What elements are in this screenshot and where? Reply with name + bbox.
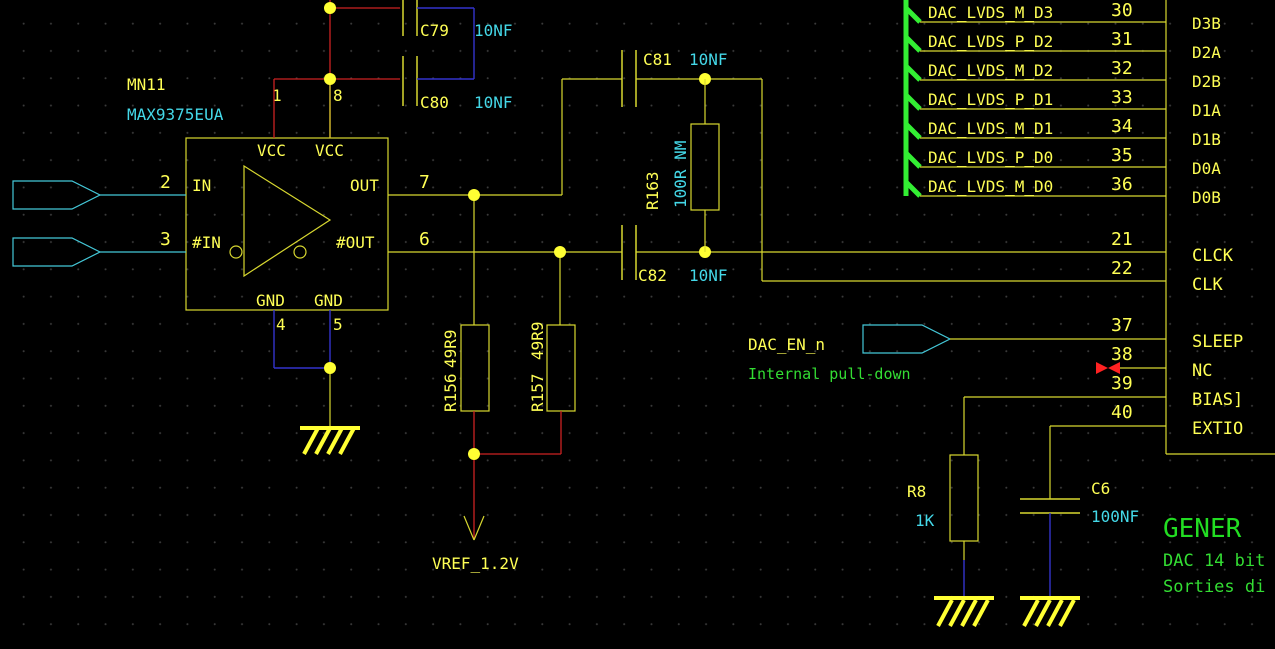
bus-net-label: DAC_LVDS_M_D0 (928, 177, 1053, 196)
amp-part-label: MAX9375EUA (127, 105, 224, 124)
ic-pin-name: BIAS] (1192, 390, 1243, 410)
bus-net-label: DAC_LVDS_M_D2 (928, 61, 1053, 80)
capacitor-c6[interactable] (1020, 498, 1080, 514)
bus-pin-name: D3B (1192, 14, 1221, 33)
r8-value: 1K (915, 511, 935, 530)
amp-ref-label: MN11 (127, 75, 166, 94)
title-block-line1: DAC 14 bit (1163, 551, 1265, 571)
dac-ic-body[interactable] (1165, 0, 1275, 455)
c81-ref: C81 (643, 50, 672, 69)
amp-label-nout: #OUT (336, 233, 375, 252)
capacitor-c81[interactable] (621, 50, 637, 107)
c82-value: 10NF (689, 266, 728, 285)
bus-pin-name: D2B (1192, 72, 1221, 91)
r156-ref: R156 (441, 373, 460, 412)
ic-pin-name: CLCK (1192, 246, 1234, 266)
ic-pin-name: NC (1192, 361, 1212, 381)
capacitor-c80[interactable] (402, 56, 418, 106)
ground-symbol-amp (300, 426, 360, 455)
c81-value: 10NF (689, 50, 728, 69)
resistor-r163[interactable] (690, 123, 720, 211)
resistor-r156[interactable] (460, 324, 490, 412)
capacitor-c82[interactable] (621, 225, 637, 280)
ic-pin-number: 38 (1111, 344, 1133, 365)
dac-en-note: Internal pull-down (748, 365, 911, 383)
amp-pin-gnd2: 5 (333, 315, 343, 334)
bus-pin-number: 34 (1111, 116, 1133, 137)
no-connect-icon (1096, 362, 1120, 374)
title-block-title: GENER (1163, 514, 1242, 544)
ic-pin-number: 39 (1111, 373, 1133, 394)
amp-label-nin: #IN (192, 233, 221, 252)
bus-pin-name: D1A (1192, 101, 1221, 120)
r163-value: 100R NM (671, 141, 690, 208)
r163-ref: R163 (643, 171, 662, 210)
amp-vcc-right-label: VCC (315, 141, 344, 160)
bus-net-label: DAC_LVDS_P_D0 (928, 148, 1053, 167)
amp-pin-in: 2 (160, 172, 171, 193)
c79-ref: C79 (420, 21, 449, 40)
amp-gnd-right-label: GND (314, 291, 343, 310)
r8-ref: R8 (907, 482, 926, 501)
r156-value: 49R9 (441, 329, 460, 368)
bus-pin-number: 35 (1111, 145, 1133, 166)
bus-pin-name: D0B (1192, 188, 1221, 207)
bus-net-label: DAC_LVDS_P_D2 (928, 32, 1053, 51)
bus-pin-number: 30 (1111, 0, 1133, 21)
amp-pin-nout: 6 (419, 229, 430, 250)
bus-pin-number: 33 (1111, 87, 1133, 108)
resistor-r8[interactable] (949, 454, 979, 542)
c80-value: 10NF (474, 93, 513, 112)
amp-pin-out: 7 (419, 172, 430, 193)
ic-pin-number: 37 (1111, 315, 1133, 336)
c6-value: 100NF (1091, 507, 1139, 526)
amp-pin-vcc2: 8 (333, 86, 343, 105)
bus-pin-name: D2A (1192, 43, 1221, 62)
bus-pin-number: 31 (1111, 29, 1133, 50)
ic-pin-name: EXTIO (1192, 419, 1243, 439)
c79-value: 10NF (474, 21, 513, 40)
amp-pin-nin: 3 (160, 229, 171, 250)
c80-ref: C80 (420, 93, 449, 112)
dac-en-port[interactable] (862, 324, 952, 354)
ic-pin-number: 40 (1111, 402, 1133, 423)
bus-pin-number: 36 (1111, 174, 1133, 195)
amp-vcc-left-label: VCC (257, 141, 286, 160)
amp-pin-gnd1: 4 (276, 315, 286, 334)
amplifier-symbol[interactable] (185, 137, 389, 311)
capacitor-c79[interactable] (402, 0, 418, 36)
amp-pin-vcc1: 1 (272, 86, 282, 105)
bus-net-label: DAC_LVDS_M_D3 (928, 3, 1053, 22)
ic-pin-number: 21 (1111, 229, 1133, 250)
title-block-line2: Sorties di (1163, 577, 1265, 597)
c82-ref: C82 (638, 266, 667, 285)
ground-symbol-r8 (934, 596, 994, 627)
amp-label-in: IN (192, 176, 211, 195)
amp-label-out: OUT (350, 176, 379, 195)
bus-pin-name: D0A (1192, 159, 1221, 178)
vref-label: VREF_1.2V (432, 554, 519, 573)
bus-pin-name: D1B (1192, 130, 1221, 149)
amp-gnd-left-label: GND (256, 291, 285, 310)
ground-symbol-c6 (1020, 596, 1080, 627)
input-port-in[interactable] (12, 180, 102, 210)
ic-pin-name: CLK (1192, 275, 1223, 295)
vref-arrow-icon (463, 515, 485, 541)
input-port-nin[interactable] (12, 237, 102, 267)
ic-pin-number: 22 (1111, 258, 1133, 279)
dac-en-label: DAC_EN_n (748, 335, 825, 354)
bus-pin-number: 32 (1111, 58, 1133, 79)
ic-pin-name: SLEEP (1192, 332, 1243, 352)
r157-value: 49R9 (528, 321, 547, 360)
resistor-r157[interactable] (546, 324, 576, 412)
c6-ref: C6 (1091, 479, 1110, 498)
bus-net-label: DAC_LVDS_M_D1 (928, 119, 1053, 138)
bus-net-label: DAC_LVDS_P_D1 (928, 90, 1053, 109)
r157-ref: R157 (528, 373, 547, 412)
